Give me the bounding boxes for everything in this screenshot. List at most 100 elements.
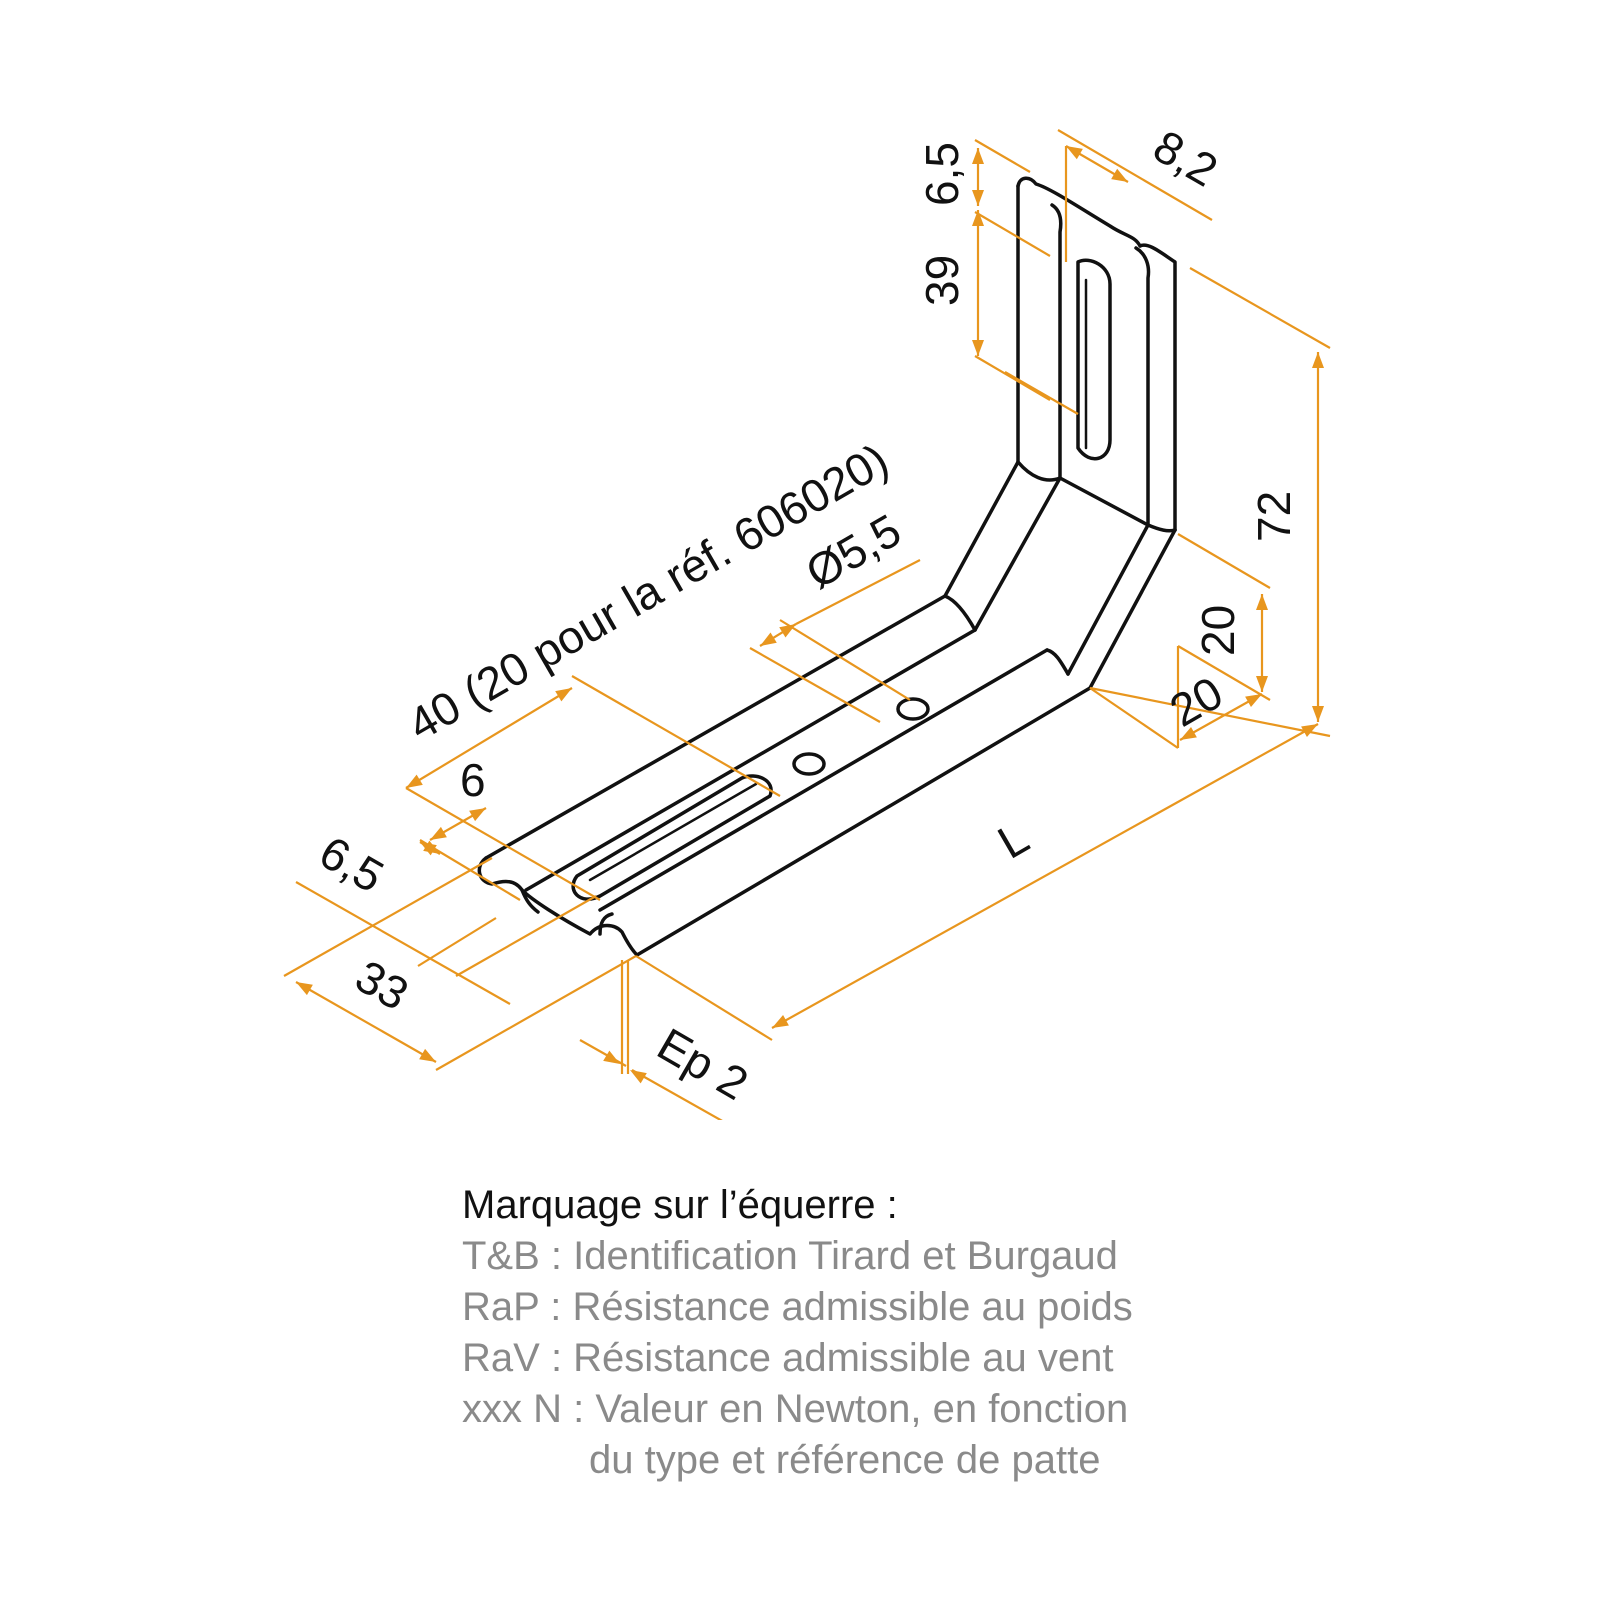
extension-line: [1089, 687, 1179, 749]
dimension-line-length-arrow-end: [1301, 724, 1318, 738]
dimension-line-top-offset-arrow-start: [1066, 146, 1083, 160]
dimension-line-top-width-arrow-end: [972, 190, 984, 206]
extension-line: [405, 787, 601, 901]
dimension-line-bend-height-arrow-start: [1256, 594, 1268, 610]
dimension-labels: 6,5 8,2 39 72 20 20 Ø5,5 40 (20 pour la …: [311, 120, 1300, 1110]
extension-line: [579, 1039, 627, 1067]
dimension-line-thickness-arrow-end: [630, 1070, 647, 1084]
bend-edge-1: [1016, 460, 1177, 533]
extension-line: [295, 881, 511, 1005]
dimension-line-total-height-arrow-start: [1312, 352, 1324, 368]
round-hole-2: [792, 752, 826, 776]
legend-continuation: du type et référence de patte: [462, 1435, 1562, 1486]
extension-line: [974, 211, 1051, 257]
dimension-line-length-arrow-start: [772, 1014, 789, 1028]
horizontal-flange-front-edge: [635, 686, 1092, 957]
extension-line: [635, 955, 773, 1041]
dim-label-slot-length: 39: [916, 255, 968, 306]
legend-continuation-text: du type et référence de patte: [589, 1438, 1101, 1482]
extension-line: [631, 1069, 723, 1120]
legend-text: Identification Tirard et Burgaud: [573, 1234, 1118, 1278]
vertical-flange-top-profile: [1016, 176, 1177, 532]
legend-text: Résistance admissible au vent: [573, 1336, 1114, 1380]
dimension-line-total-height-arrow-end: [1312, 706, 1324, 722]
vertical-flange-rib-right: [1134, 246, 1151, 527]
dim-label-bend-height: 20: [1192, 605, 1244, 656]
dimension-line-rib-width-arrow-start: [430, 826, 447, 840]
legend-code: RaP: [462, 1285, 540, 1329]
dimension-line-slot-offset: [405, 687, 573, 789]
bend-inner-edge: [943, 594, 1070, 676]
dimension-line-edge-width-arrow-end: [423, 840, 440, 854]
legend-row: xxx N : Valeur en Newton, en fonction: [462, 1384, 1562, 1435]
dim-label-bend-depth: 20: [1161, 666, 1231, 737]
extension-line: [1089, 686, 1331, 738]
extension-line: [1177, 533, 1271, 589]
dim-label-thickness: Ep 2: [649, 1018, 757, 1110]
vertical-flange-outer-edge: [484, 184, 1020, 860]
bracket-outline: [477, 176, 1177, 957]
dim-label-edge-width: 6,5: [311, 826, 392, 903]
legend-text: Valeur en Newton, en fonction: [595, 1387, 1129, 1431]
dimension-line-top-width-arrow-start: [972, 148, 984, 164]
extension-line: [779, 619, 911, 701]
legend-row: RaP : Résistance admissible au poids: [462, 1282, 1562, 1333]
extension-line: [795, 559, 921, 625]
dimension-line-bend-depth-arrow-end: [1245, 694, 1262, 708]
legend-row: T&B : Identification Tirard et Burgaud: [462, 1231, 1562, 1282]
dimension-line-slot-length-arrow-end: [972, 340, 984, 356]
extension-line: [1189, 267, 1331, 349]
bend-lower-edge: [1088, 528, 1177, 690]
extension-line: [455, 895, 597, 977]
dim-label-length: L: [989, 811, 1037, 869]
dimension-lines: [283, 129, 1331, 1120]
dimension-line-total-width-arrow-end: [419, 1048, 436, 1062]
vertical-flange-rib-left: [1050, 203, 1063, 480]
legend-code: RaV: [462, 1336, 540, 1380]
dimension-line-bend-height-arrow-end: [1256, 676, 1268, 692]
dimension-line-bend-depth-arrow-start: [1180, 726, 1197, 740]
horizontal-slot-inner: [588, 782, 758, 882]
dimension-line-hole-diameter-arrow-start: [779, 624, 796, 638]
legend-code: T&B: [462, 1234, 540, 1278]
dimension-line-top-offset-arrow-end: [1111, 168, 1128, 182]
bend-edge-2: [973, 476, 1150, 676]
horizontal-flange-end-rib: [520, 888, 614, 936]
dimension-line-length: [771, 723, 1319, 1029]
dimension-line-thickness-arrow-start: [603, 1050, 620, 1064]
dim-label-total-height: 72: [1248, 491, 1300, 542]
extension-line: [974, 355, 1051, 401]
dimension-line-total-width-arrow-start: [296, 982, 313, 996]
horizontal-slot: [571, 774, 773, 901]
extension-line: [974, 139, 1031, 173]
dim-label-rib-width: 6: [460, 754, 486, 806]
legend-row: RaV : Résistance admissible au vent: [462, 1333, 1562, 1384]
legend-text: Résistance admissible au poids: [572, 1285, 1133, 1329]
marking-legend: Marquage sur l’équerre : T&B : Identific…: [462, 1180, 1562, 1486]
extension-line: [417, 917, 497, 967]
legend-title: Marquage sur l’équerre :: [462, 1183, 898, 1227]
horizontal-flange-rib-1: [524, 628, 977, 892]
dim-label-top-width: 6,5: [916, 142, 968, 206]
horizontal-flange-rib-2: [598, 648, 1049, 912]
dim-label-top-offset: 8,2: [1145, 120, 1226, 197]
extension-line: [571, 675, 781, 797]
dimension-line-slot-offset-arrow-end: [555, 688, 572, 702]
bracket-technical-drawing: 6,5 8,2 39 72 20 20 Ø5,5 40 (20 pour la …: [283, 120, 1331, 1120]
legend-separator: :: [573, 1387, 596, 1431]
round-hole-1: [896, 697, 930, 721]
vertical-slot: [1076, 258, 1112, 461]
extension-line: [749, 647, 881, 723]
legend-code: xxx N: [462, 1387, 562, 1431]
dimension-line-slot-offset-arrow-start: [406, 774, 423, 788]
legend-separator: :: [550, 1234, 574, 1278]
bracket-holes: [571, 258, 1112, 901]
dimension-line-slot-length-arrow-start: [972, 210, 984, 226]
dimension-line-hole-diameter-arrow-end: [760, 632, 777, 646]
dimension-line-total-width: [295, 981, 437, 1063]
extension-line: [1004, 371, 1079, 415]
extension-line: [435, 955, 637, 1071]
legend-separator: :: [550, 1285, 573, 1329]
dimension-line-rib-width-arrow-end: [469, 808, 486, 822]
extension-line: [1177, 645, 1271, 701]
